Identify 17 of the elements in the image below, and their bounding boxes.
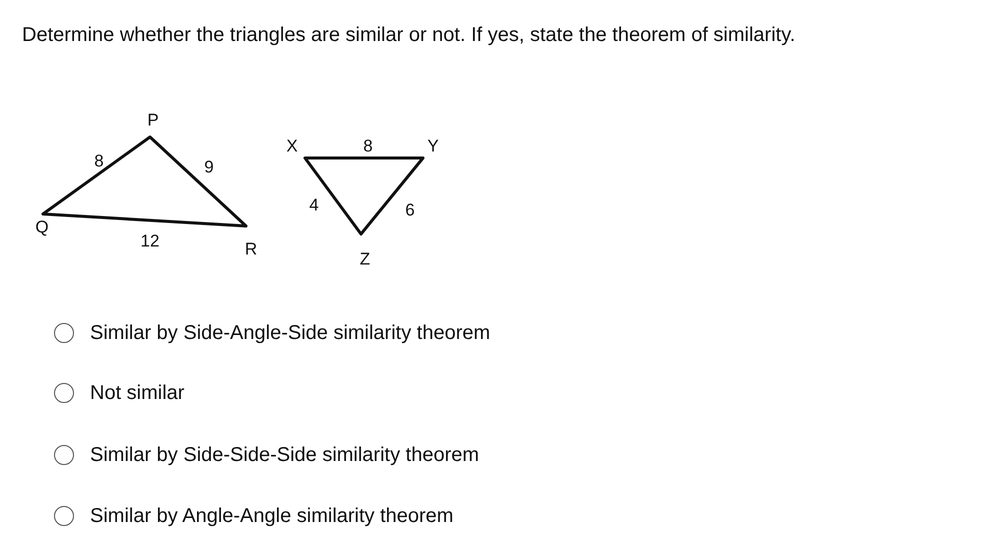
answer-option: Not similar — [90, 382, 184, 404]
vertex-label: Z — [360, 250, 370, 268]
vertex-label: Q — [35, 218, 49, 236]
vertex-label: Y — [427, 138, 439, 154]
vertex-label: X — [286, 138, 298, 154]
side-length: 6 — [405, 202, 415, 218]
answer-option: Similar by Angle-Angle similarity theorem — [90, 505, 454, 527]
side-length: 8 — [94, 152, 104, 170]
answer-option: Similar by Side-Side-Side similarity theorem — [90, 444, 480, 466]
side-length: 4 — [309, 196, 319, 214]
side-length: 12 — [140, 232, 160, 250]
answer-option: Similar by Side-Angle-Side similarity theorem — [90, 322, 490, 344]
vertex-label: R — [244, 240, 258, 258]
side-length: 9 — [204, 158, 214, 176]
question-text: Determine whether the triangles are similar or not. If yes, state the theorem of similarity. — [22, 24, 796, 47]
vertex-label: P — [147, 112, 159, 128]
side-length: 8 — [363, 138, 373, 154]
